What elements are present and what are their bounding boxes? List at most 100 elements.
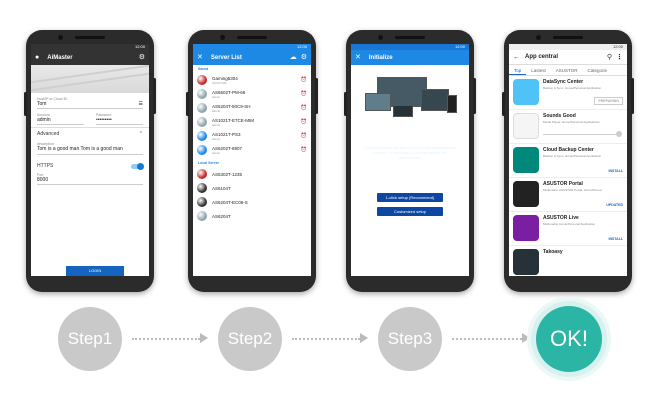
- arrow-icon: [132, 333, 208, 343]
- app-title: Server List: [210, 54, 242, 61]
- phone-aimaster: 12:00 ● AiMaster ⚙ Host/IP or Cloud ID T…: [24, 30, 156, 292]
- cloud-icon[interactable]: ☁: [289, 54, 297, 61]
- local-section-label: Local Server: [198, 161, 220, 165]
- server-name: AS5302T-1235: [212, 171, 243, 177]
- nas-icon: [197, 169, 207, 179]
- nas-icon: [197, 131, 207, 141]
- arrow-icon: [292, 333, 368, 343]
- app-description: Backup & Sync, Home/Personal Application: [543, 86, 602, 90]
- one-click-setup-button[interactable]: 1-click setup (Recommend): [377, 193, 443, 202]
- https-toggle[interactable]: [131, 162, 144, 170]
- nas-icon: [197, 75, 207, 85]
- app-bar: ✕ Server List ☁ ⚙: [193, 50, 311, 65]
- server-name: AS1021T-E7CE-MIM: [212, 117, 255, 123]
- tab-top[interactable]: Top: [509, 65, 527, 75]
- app-description: Multimedia, Home/Personal Application: [543, 222, 596, 226]
- app-name: DataSync Center: [543, 79, 584, 85]
- app-description: Media Player, Home/Personal Applications: [543, 120, 600, 124]
- phone-initialize: 12:00 ✕ Initialize Welcome This Setup wi…: [344, 30, 476, 292]
- server-row[interactable]: AS6204T: [193, 209, 311, 223]
- app-action-button[interactable]: INSTALL: [608, 237, 623, 241]
- app-name: Cloud Backup Center: [543, 147, 594, 153]
- status-bar: 12:00: [193, 44, 311, 50]
- nas-icon: [197, 103, 207, 113]
- server-row[interactable]: AS5302T-1235: [193, 167, 311, 181]
- port-field[interactable]: Port 8000: [31, 171, 149, 187]
- server-name: AS6204T: [212, 213, 231, 219]
- description-field[interactable]: description Tom is a good man Tom is a g…: [31, 140, 149, 157]
- alarm-clock-icon[interactable]: ⏰: [300, 77, 307, 83]
- search-icon[interactable]: ⚲: [606, 53, 612, 61]
- close-icon[interactable]: ✕: [355, 54, 361, 61]
- server-row[interactable]: AS6204T-EC06-S: [193, 195, 311, 209]
- app-bar: ● AiMaster ⚙: [31, 50, 149, 65]
- chevron-up-icon: ⌃: [138, 131, 143, 137]
- ok-circle: OK!: [536, 306, 602, 372]
- nas-icon: [197, 145, 207, 155]
- gear-icon[interactable]: ⚙: [138, 54, 145, 61]
- server-user: admin: [212, 150, 221, 155]
- customized-setup-button[interactable]: Customized setup: [377, 207, 443, 216]
- settings-icon[interactable]: ⚙: [300, 54, 307, 61]
- server-name: AS1021T-PS3: [212, 131, 241, 137]
- progress-slider[interactable]: [543, 131, 622, 137]
- step2-circle: Step2: [218, 307, 282, 371]
- tab-asustor[interactable]: ASUSTOR: [555, 68, 578, 73]
- server-name: Gaming5304: [212, 75, 238, 81]
- server-user: admin: [212, 136, 221, 141]
- alarm-clock-icon[interactable]: ⏰: [300, 133, 307, 139]
- alarm-clock-icon[interactable]: ⏰: [300, 119, 307, 125]
- app-icon: [513, 181, 539, 207]
- server-user: admin: [212, 94, 221, 99]
- account-field[interactable]: Account admin: [31, 111, 90, 127]
- alarm-clock-icon[interactable]: ⏰: [300, 147, 307, 153]
- app-list-item[interactable]: Takoasy: [509, 246, 627, 276]
- category-tabs: Top Lastest ASUSTOR Categorie: [509, 65, 627, 76]
- app-icon: [513, 79, 539, 105]
- tab-lastest[interactable]: Lastest: [531, 68, 546, 73]
- login-button[interactable]: LOGIN: [66, 266, 124, 276]
- host-field[interactable]: Host/IP or Cloud ID Tom ☰: [37, 97, 143, 109]
- list-icon[interactable]: ☰: [138, 101, 143, 107]
- tab-categorie[interactable]: Categorie: [587, 68, 607, 73]
- app-action-button[interactable]: PREPARING: [594, 97, 623, 105]
- app-name: ASUSTOR Live: [543, 215, 579, 221]
- app-action-button[interactable]: INSTALL: [608, 169, 623, 173]
- close-icon[interactable]: ✕: [197, 54, 203, 61]
- server-list-screen: 12:00 ✕ Server List ☁ ⚙ Saved Gaming5304…: [193, 44, 311, 276]
- app-icon: [513, 113, 539, 139]
- initialize-screen: 12:00 ✕ Initialize Welcome This Setup wi…: [351, 44, 469, 276]
- app-bar: ✕ Initialize: [351, 50, 469, 65]
- app-icon: [513, 215, 539, 241]
- server-name: AS6104T: [212, 185, 231, 191]
- server-row[interactable]: AS6104T: [193, 181, 311, 195]
- alarm-clock-icon[interactable]: ⏰: [300, 105, 307, 111]
- app-title: App central: [525, 54, 559, 60]
- app-name: Takoasy: [543, 249, 563, 255]
- nas-icon: [197, 89, 207, 99]
- header-image: [31, 65, 149, 93]
- more-icon[interactable]: ⋮: [616, 53, 623, 61]
- password-field[interactable]: Password •••••••••: [90, 111, 149, 127]
- back-arrow-icon[interactable]: ←: [513, 53, 520, 61]
- server-name: AS5204T-50C9-SH: [212, 103, 251, 109]
- alarm-clock-icon[interactable]: ⏰: [300, 91, 307, 97]
- app-action-button[interactable]: UPDATED: [606, 203, 623, 207]
- advanced-toggle[interactable]: Advanced ⌃: [31, 127, 149, 140]
- server-name: AS6202T-8907: [212, 145, 243, 151]
